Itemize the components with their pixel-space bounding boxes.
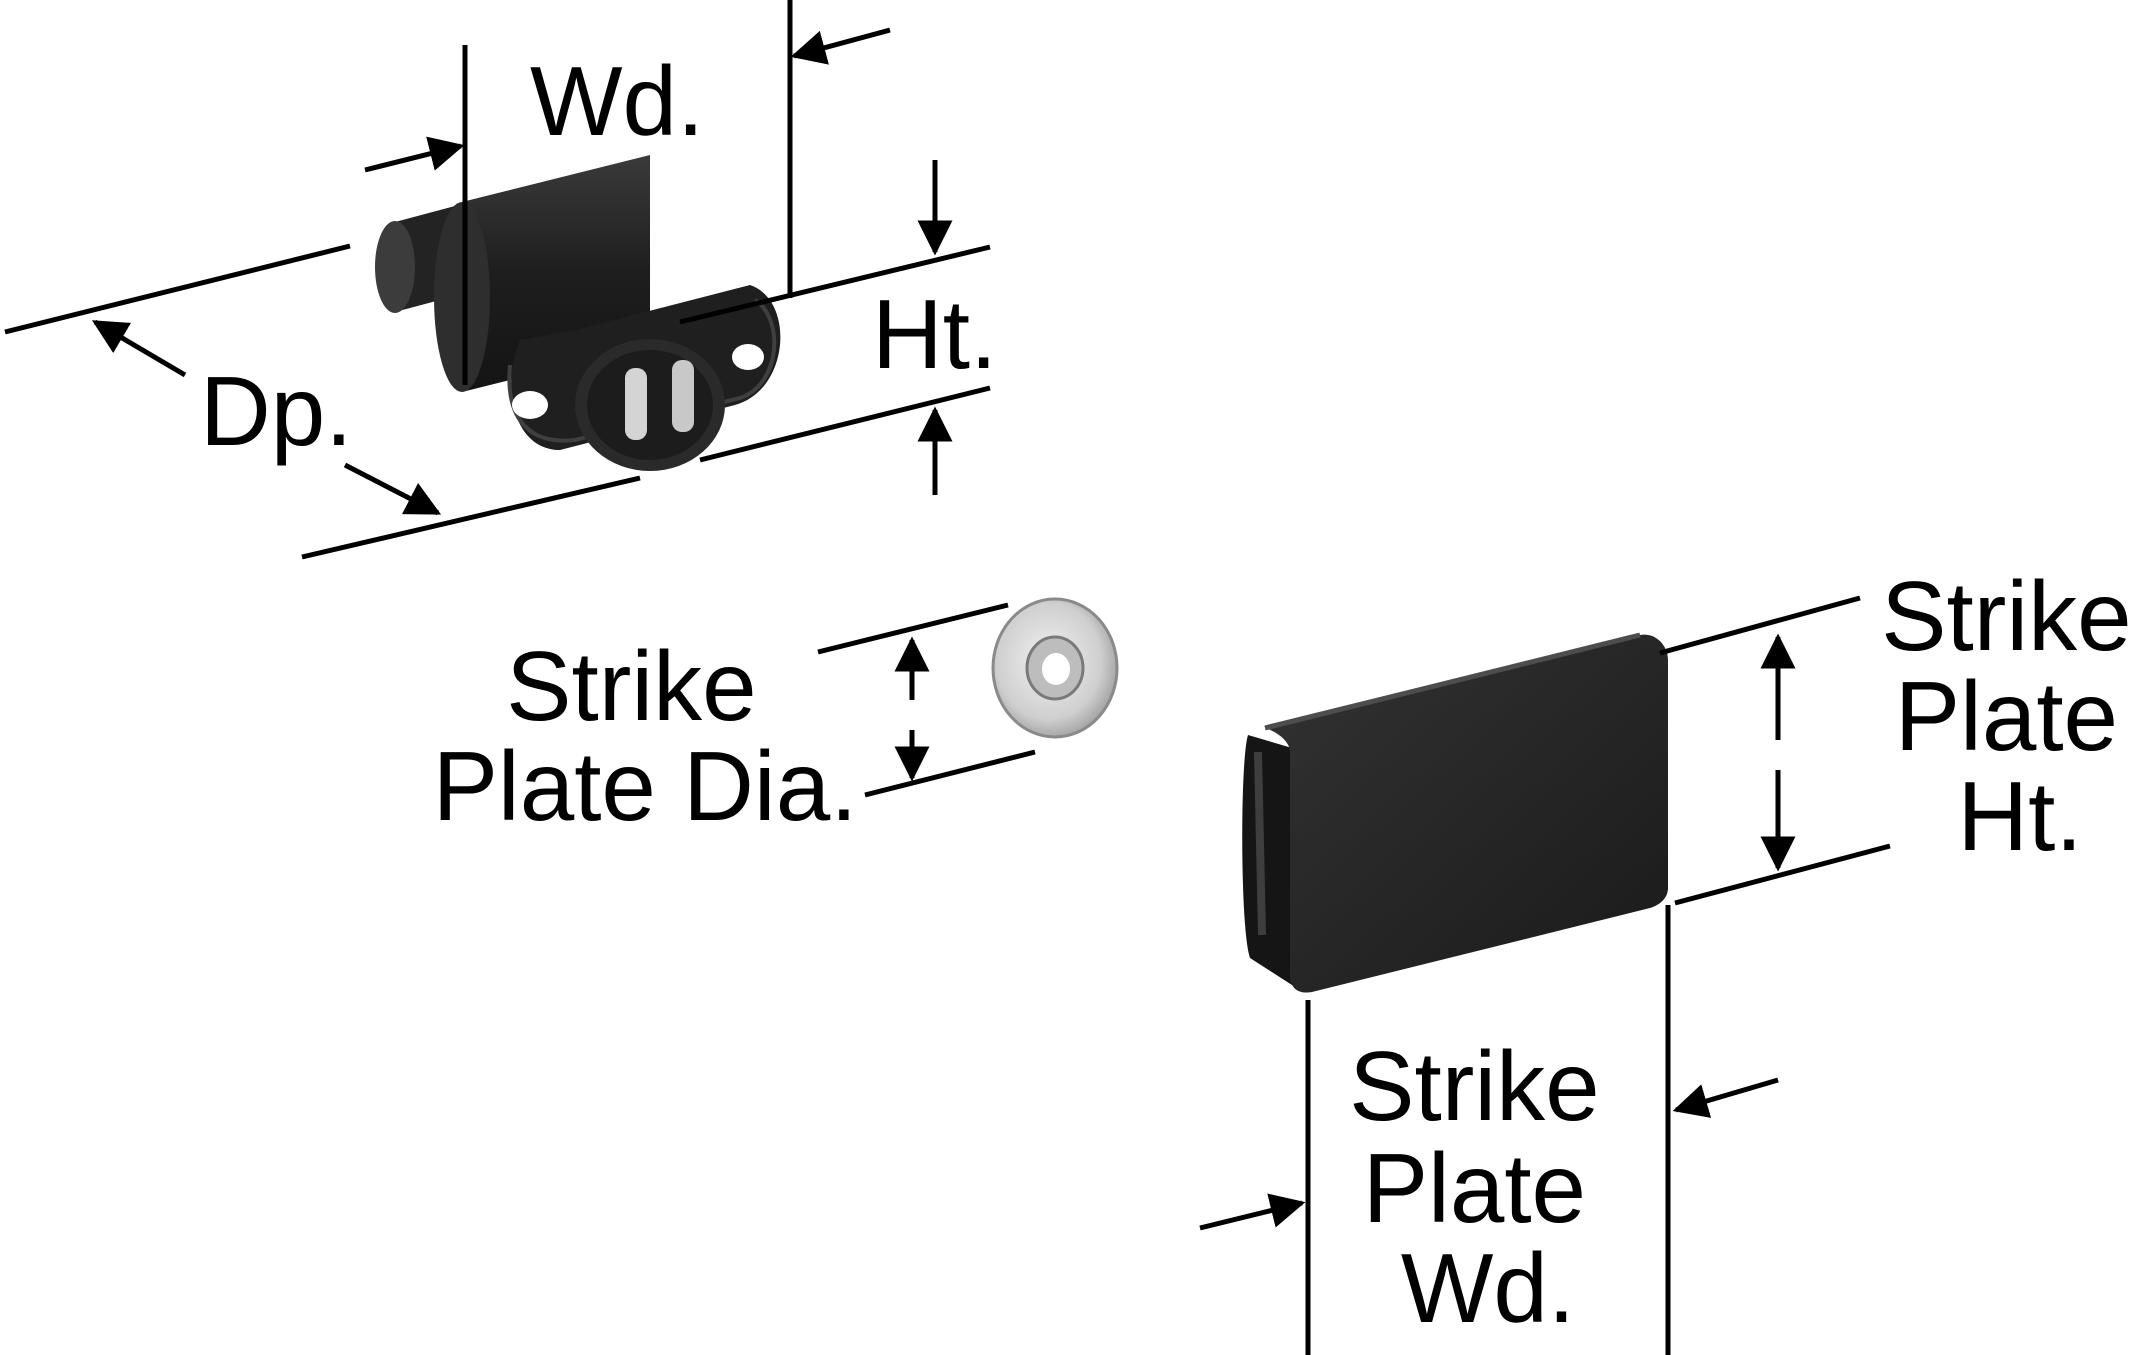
ht-dimension (679, 160, 991, 495)
wd-dimension (364, 0, 891, 385)
strike-plate-wd-dimension (1199, 905, 1779, 1355)
dp-label: Dp. (200, 356, 353, 466)
dp-dimension (4, 243, 641, 560)
strike-plate-washer (991, 597, 1119, 739)
ht-label: Ht. (872, 279, 997, 389)
strike-plate-wd-label: Strike Plate Wd. (1349, 1031, 1627, 1343)
strike-plate-dia-label: Strike Plate Dia. (433, 631, 858, 841)
strike-plate-dia-dimension (817, 602, 1036, 798)
strike-plate-strip (1242, 632, 1668, 993)
strike-plate-ht-label: Strike Plate Ht. (1881, 561, 2145, 871)
magnetic-latch-body (375, 155, 781, 471)
wd-label: Wd. (530, 46, 704, 156)
strike-plate-ht-dimension (1659, 595, 1891, 906)
